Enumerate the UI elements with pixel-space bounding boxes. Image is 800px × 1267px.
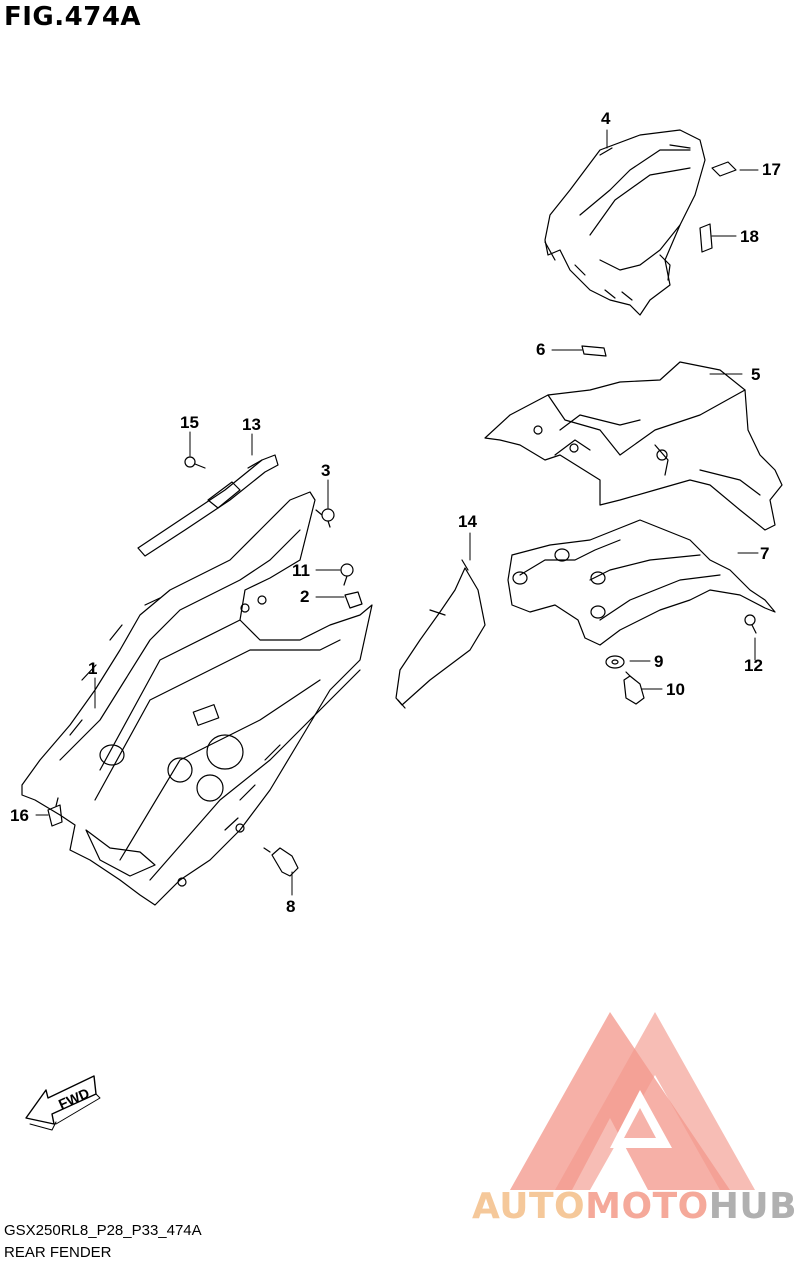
- part-3-clip: [315, 508, 335, 528]
- part-16-clip: [47, 797, 63, 827]
- callout-17: 17: [762, 160, 781, 179]
- callout-15: 15: [180, 413, 199, 432]
- figure-title: FIG.474A: [4, 2, 142, 32]
- callout-16: 16: [10, 806, 29, 825]
- part-17-pad: [711, 161, 737, 177]
- part-5-undercover: [484, 361, 783, 531]
- watermark-logo: [510, 1012, 755, 1190]
- callout-6: 6: [536, 340, 546, 359]
- watermark-moto: MOTO: [585, 1186, 709, 1227]
- callout-9: 9: [654, 652, 664, 671]
- leader-lines: [35, 129, 759, 896]
- watermark-auto: AUTO: [472, 1186, 586, 1227]
- part-13-holder: [137, 454, 279, 557]
- callout-8: 8: [286, 897, 296, 916]
- callout-14: 14: [458, 512, 477, 531]
- callout-3: 3: [321, 461, 331, 480]
- part-1-rear-fender: [21, 491, 373, 906]
- part-9-washer: [605, 655, 625, 669]
- callout-7: 7: [760, 544, 770, 563]
- callout-13: 13: [242, 415, 261, 434]
- callout-12: 12: [744, 656, 763, 675]
- callout-4: 4: [601, 109, 611, 128]
- callout-2: 2: [300, 587, 310, 606]
- fwd-label: FWD: [56, 1085, 92, 1113]
- part-2-nut: [344, 591, 363, 609]
- callout-5: 5: [751, 365, 761, 384]
- part-7-inner-fender: [507, 519, 776, 646]
- model-code: GSX250RL8_P28_P33_474A: [4, 1222, 202, 1239]
- callout-1: 1: [88, 659, 98, 678]
- part-14-cover: [395, 559, 486, 709]
- part-15-screw: [184, 456, 206, 469]
- part-18-pad: [699, 223, 713, 253]
- callout-18: 18: [740, 227, 759, 246]
- callout-10: 10: [666, 680, 685, 699]
- part-10-bolt: [623, 671, 645, 705]
- part-8-bolt: [263, 847, 299, 877]
- part-12-screw: [744, 614, 757, 634]
- figure-caption: REAR FENDER: [4, 1244, 112, 1261]
- part-6-cushion: [581, 345, 607, 357]
- watermark-hub: HUB: [708, 1186, 798, 1227]
- fwd-arrow: [25, 1075, 101, 1131]
- callout-11: 11: [292, 561, 310, 580]
- part-4-tail-frame: [544, 129, 706, 316]
- watermark-text: AUTOMOTOHUB: [472, 1186, 797, 1227]
- part-11-screw: [340, 563, 354, 586]
